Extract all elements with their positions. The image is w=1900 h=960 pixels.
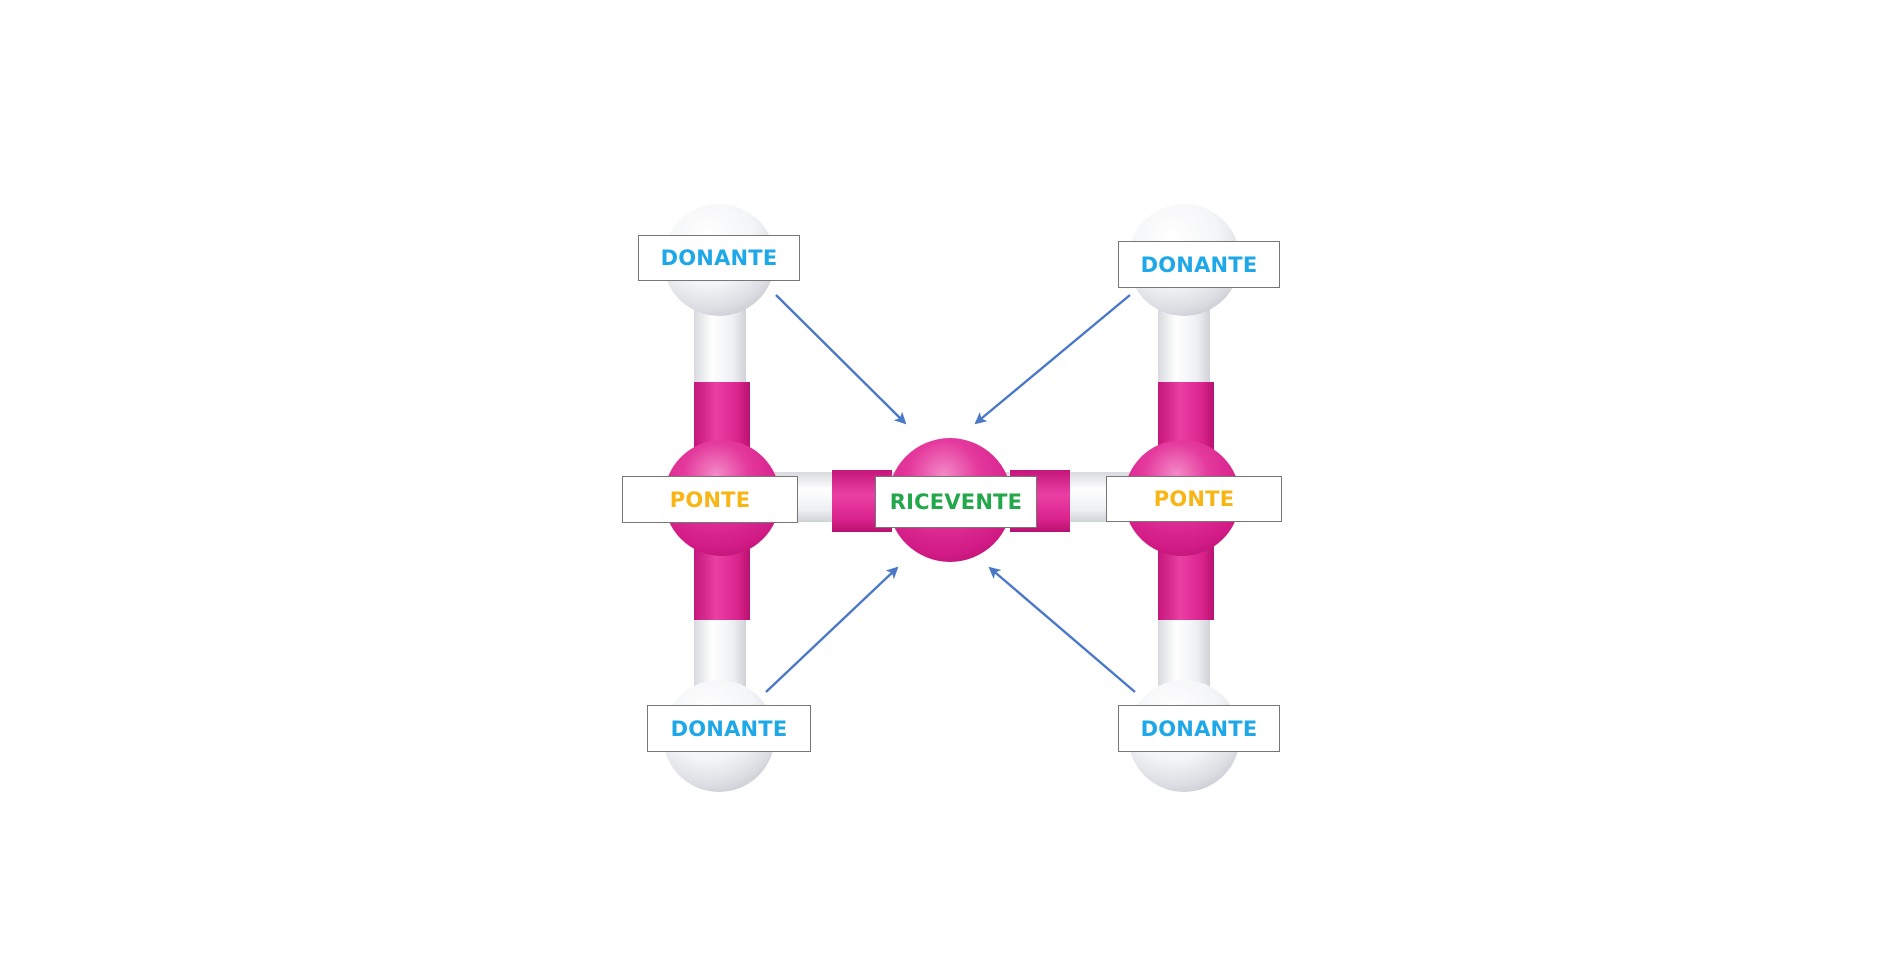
arrow-top-left <box>775 294 907 425</box>
label-bridge-left: PONTE <box>622 476 798 523</box>
arrow-bottom-left <box>765 566 899 693</box>
arrow-bottom-right <box>988 566 1136 693</box>
label-donor-top-left: DONANTE <box>638 235 800 281</box>
label-donor-top-right: DONANTE <box>1118 241 1280 288</box>
label-bridge-right: PONTE <box>1106 476 1282 522</box>
label-receiver: RICEVENTE <box>875 476 1037 528</box>
arrow-top-right <box>974 294 1131 425</box>
label-donor-bottom-left: DONANTE <box>647 705 811 752</box>
label-donor-bottom-right: DONANTE <box>1118 705 1280 752</box>
